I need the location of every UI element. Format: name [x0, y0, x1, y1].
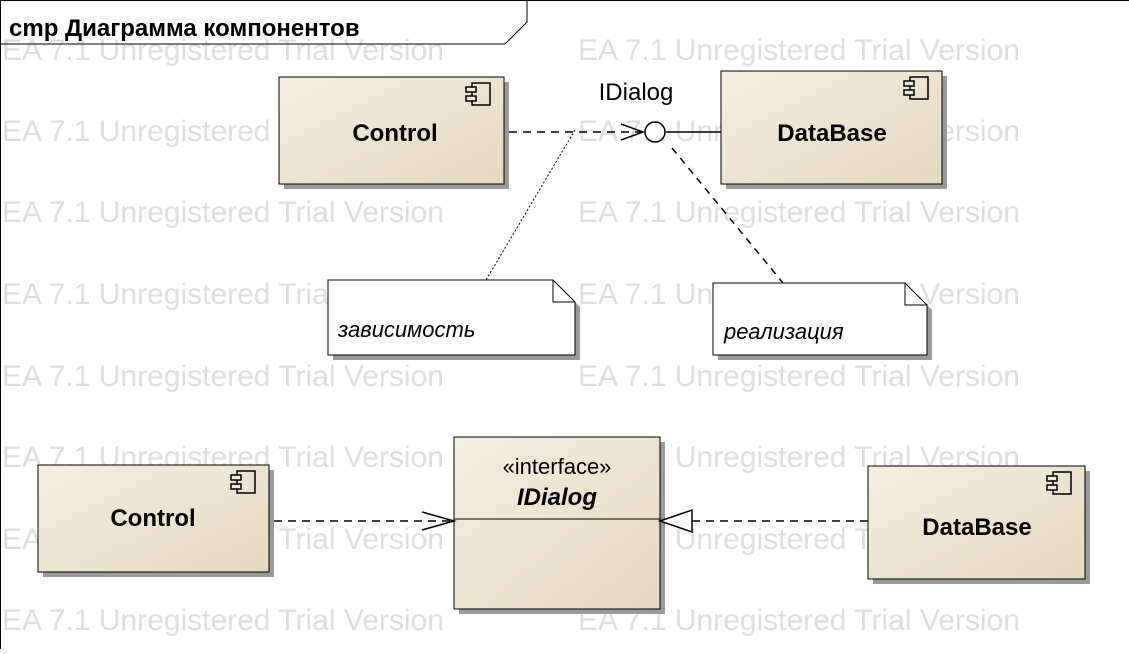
watermark-text: EA 7.1 Unregistered Trial Version	[2, 604, 444, 637]
component-database-bottom[interactable]: DataBase	[868, 466, 1090, 584]
component-name: DataBase	[777, 120, 886, 147]
frame-title: cmp Диаграмма компонентов	[9, 15, 360, 42]
interface-class[interactable]: «interface» IDialog	[454, 437, 665, 614]
component-name: Control	[110, 505, 195, 532]
component-control-top[interactable]: Control	[279, 77, 509, 189]
note-realization[interactable]: реализация	[713, 283, 932, 360]
watermark-text: EA 7.1 Unregistered Trial Version	[2, 196, 444, 229]
interface-name: IDialog	[517, 484, 597, 511]
watermark-text: EA 7.1 Unregistered Trial Version	[578, 196, 1020, 229]
component-name: DataBase	[922, 514, 1031, 541]
interface-stereotype: «interface»	[503, 454, 612, 479]
note-text: реализация	[723, 319, 844, 344]
component-database-top[interactable]: DataBase	[721, 71, 947, 189]
component-control-bottom[interactable]: Control	[38, 465, 274, 577]
component-name: Control	[352, 120, 437, 147]
watermark-text: EA 7.1 Unregistered Trial Version	[578, 34, 1020, 67]
note-dependency[interactable]: зависимость	[328, 280, 580, 360]
watermark-text: EA 7.1 Unregistered Trial Version	[2, 360, 444, 393]
interface-label: IDialog	[599, 79, 674, 106]
watermark-text: EA 7.1 Unregistered Trial Version	[578, 360, 1020, 393]
note-text: зависимость	[337, 317, 475, 342]
